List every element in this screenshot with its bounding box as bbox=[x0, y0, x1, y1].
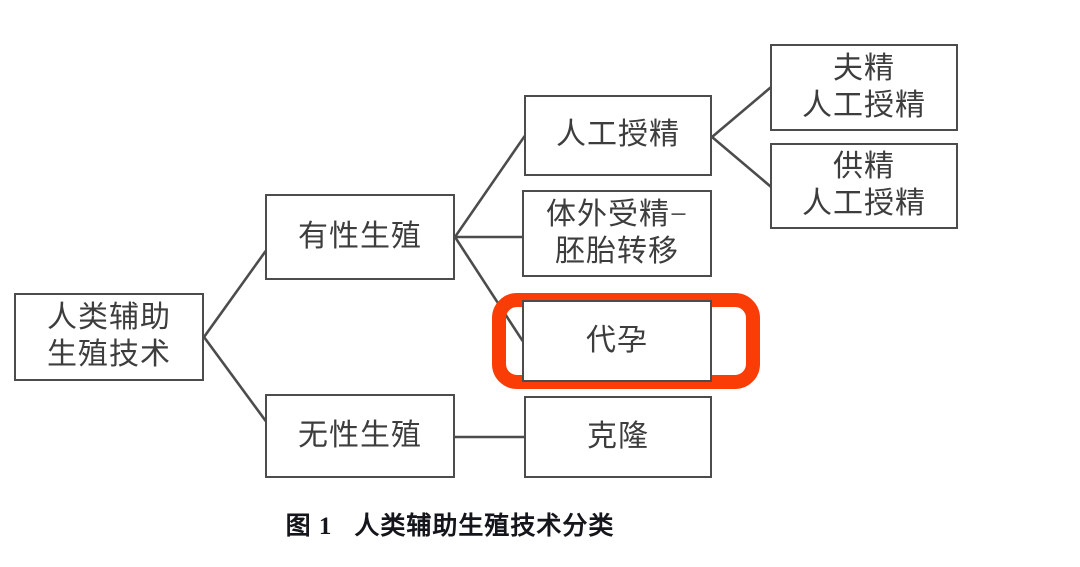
node-husband-sperm-ai: 夫精 人工授精 bbox=[770, 44, 958, 131]
edge-ai-husband bbox=[710, 86, 772, 139]
figure-caption-title: 人类辅助生殖技术分类 bbox=[354, 513, 615, 540]
node-husband-ai-line1: 夫精 bbox=[833, 51, 895, 85]
node-donor-ai-line2: 人工授精 bbox=[802, 187, 926, 220]
node-asexual-label: 无性生殖 bbox=[298, 418, 422, 452]
node-sexual-label: 有性生殖 bbox=[298, 219, 422, 253]
node-donor-sperm-ai: 供精 人工授精 bbox=[770, 143, 958, 229]
node-clone: 克隆 bbox=[524, 396, 712, 478]
node-ai-label: 人工授精 bbox=[556, 118, 680, 152]
node-sexual-reproduction: 有性生殖 bbox=[265, 194, 455, 280]
node-artificial-insemination: 人工授精 bbox=[524, 95, 712, 176]
node-surrogacy-label: 代孕 bbox=[586, 323, 648, 357]
node-root-line2: 生殖技术 bbox=[47, 338, 171, 371]
node-donor-ai-line1: 供精 bbox=[833, 150, 895, 184]
figure-caption-label: 图 1 bbox=[285, 513, 333, 540]
node-husband-ai-line2: 人工授精 bbox=[802, 88, 926, 122]
edge-sexual-ai bbox=[453, 135, 526, 239]
node-root-line1: 人类辅助 bbox=[47, 301, 171, 335]
edge-ai-donor bbox=[710, 135, 772, 188]
node-ivfet-line2: 胚胎转移 bbox=[555, 234, 679, 268]
node-ivf-embryo-transfer: 体外受精− 胚胎转移 bbox=[522, 190, 712, 277]
edge-root-asexual bbox=[202, 335, 267, 422]
edge-sexual-surrogacy bbox=[453, 235, 524, 342]
node-asexual-reproduction: 无性生殖 bbox=[265, 394, 455, 478]
node-surrogacy: 代孕 bbox=[522, 300, 712, 382]
node-ivfet-line1: 体外受精− bbox=[546, 197, 688, 231]
figure-caption: 图 1 人类辅助生殖技术分类 bbox=[0, 506, 900, 542]
node-clone-label: 克隆 bbox=[587, 419, 649, 453]
node-root: 人类辅助 生殖技术 bbox=[14, 293, 204, 381]
edge-root-sexual bbox=[202, 250, 267, 339]
